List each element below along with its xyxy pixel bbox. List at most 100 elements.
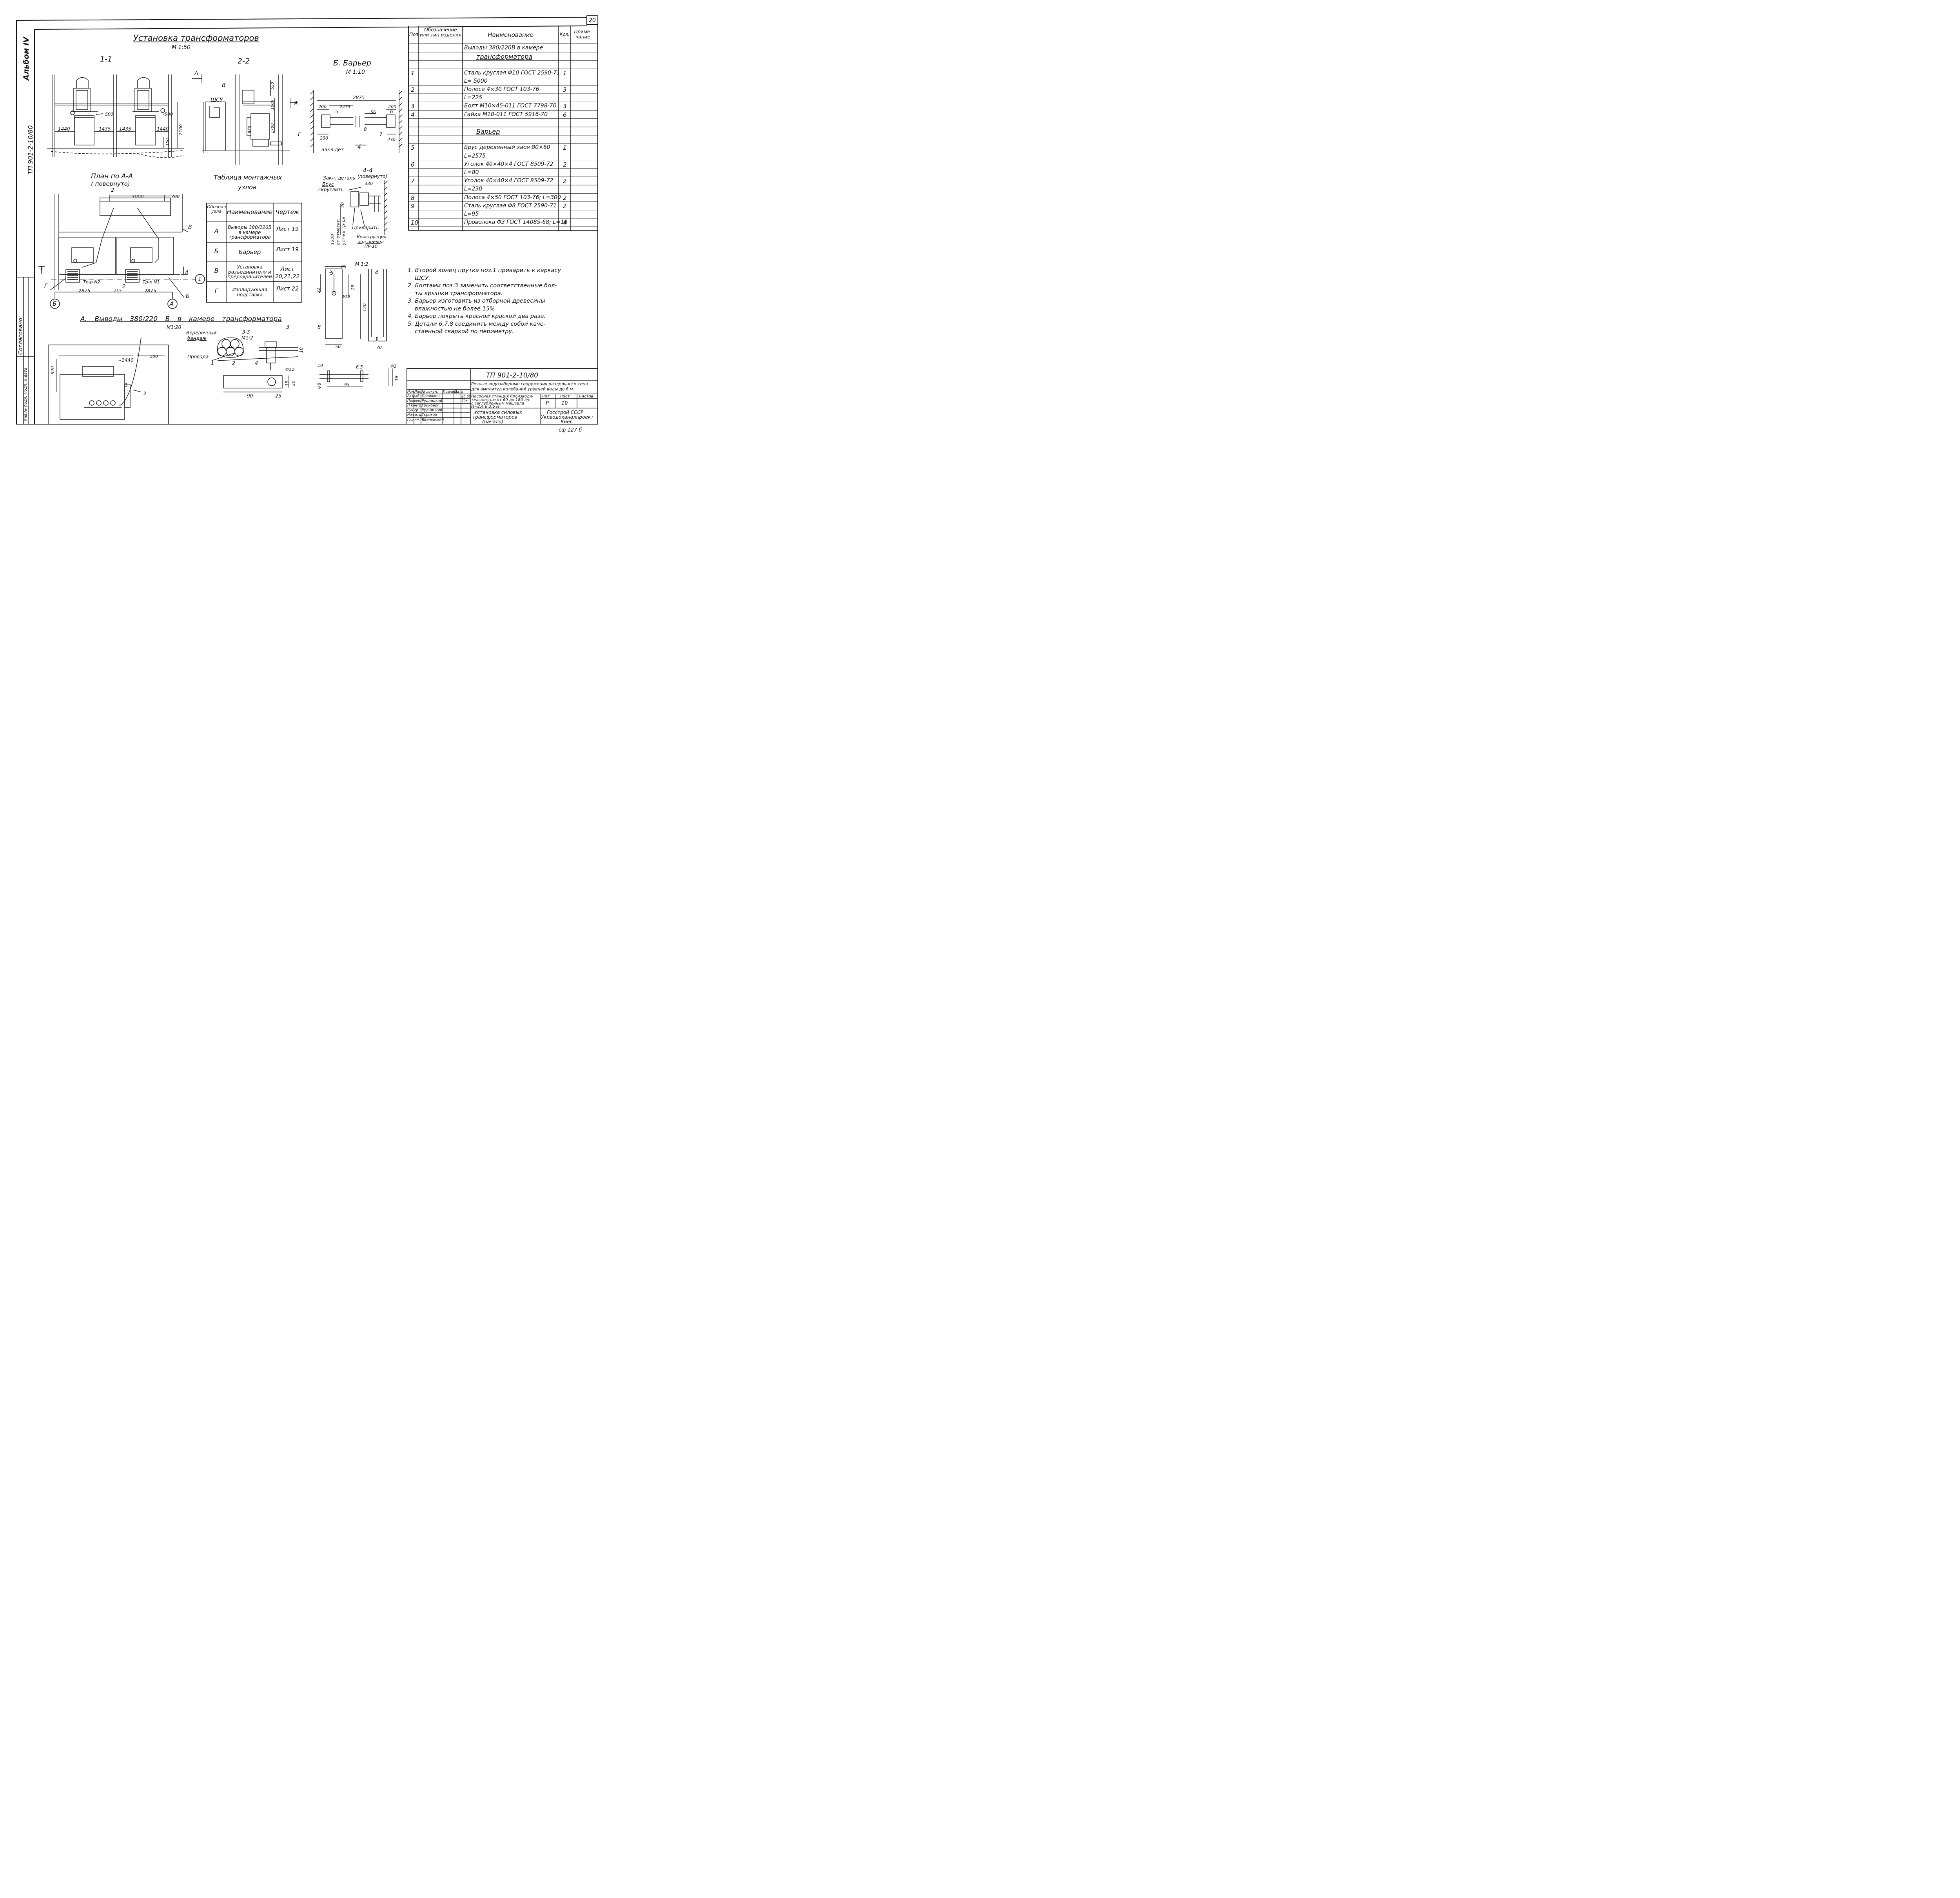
section-4-4-view — [340, 180, 388, 235]
spec-row-qty: 3 — [563, 86, 567, 93]
spec-table-grid — [408, 26, 598, 231]
label-4: 4 — [358, 144, 361, 150]
dim-95: 95 — [344, 382, 350, 387]
dim-85: 85 — [341, 264, 347, 269]
dim-1435-a: 1435 — [99, 126, 111, 132]
dim-2875-b: 2875 — [144, 288, 156, 294]
mount-row-code: Б — [214, 247, 219, 255]
stamp-stage-head: Лит — [542, 394, 550, 399]
section-2-2-title: 2-2 — [238, 57, 250, 65]
stamp-stage: Р — [546, 401, 549, 406]
dim-25: 25 — [350, 285, 356, 290]
dim-phi8: Φ8 — [317, 383, 322, 389]
spec-row-pos: 3 — [411, 103, 415, 110]
label-zakl-detal: Закл. деталь — [323, 175, 356, 181]
label-skruglit: скруглить — [318, 187, 344, 192]
label-brus: Брус — [322, 181, 334, 187]
detail-scale: М 1:2 — [355, 261, 368, 267]
dim-6-5: 6.5 — [356, 365, 363, 370]
dim-phi3: Φ3 — [390, 364, 397, 369]
label-3-outputs: 3 — [125, 383, 128, 388]
label-v-sec22: В — [222, 82, 226, 89]
note-line: влажностью не более 15% — [415, 305, 495, 312]
spec-row-qty: 1 — [563, 69, 567, 77]
album-label: Альбом IV — [22, 37, 31, 80]
approval-strip — [16, 277, 35, 425]
dim-18: 18 — [394, 376, 399, 381]
label-4-clamp: 4 — [255, 361, 258, 367]
dim-120: 120 — [362, 303, 367, 312]
barrier-scale: М 1:10 — [346, 69, 365, 75]
spec-row-pos: 6 — [411, 161, 415, 168]
label-otmetka-1: 1220 — [330, 234, 335, 245]
spec-row-name: L=95 — [464, 211, 479, 217]
spec-row-pos: 9 — [411, 202, 415, 210]
dim-2875-barrier: 2875 — [353, 95, 365, 100]
note-line: ты крышки трансформатора. — [415, 290, 503, 297]
dim-20: 20 — [340, 202, 345, 208]
label-3-clamp: 3 — [286, 325, 290, 330]
label-7-barrier: 7 — [379, 132, 383, 137]
spec-row-name: Проволока Φ3 ГОСТ 14085-68; L=18 — [464, 219, 568, 226]
spec-row-name: L=230 — [464, 186, 483, 192]
dim-2875-a: 2875 — [78, 288, 91, 294]
dim-1700: 1700 — [270, 123, 275, 133]
dim-250: 250 — [114, 289, 121, 293]
label-privarit: Приварить — [352, 225, 379, 230]
dim-200-a: 200 — [318, 104, 327, 109]
label-5-barrier: 5 — [335, 109, 338, 114]
spec-row-name: Сталь круглая Φ10 ГОСТ 2590-71 — [464, 69, 560, 76]
dim-3000: 3000 — [132, 194, 144, 200]
label-one-plan: 1 — [40, 265, 44, 272]
footer-mark: сф 127 б — [559, 427, 582, 433]
drawing-canvas — [16, 15, 598, 425]
mount-row-drawing: Лист 20,21,22 — [275, 266, 300, 280]
mount-row-code: В — [214, 267, 219, 274]
section-1-1-view — [47, 74, 185, 158]
spec-row-qty: 2 — [563, 178, 567, 185]
dim-550: 550 — [270, 82, 275, 89]
spec-head-designation: Обозначение или тип изделия — [419, 27, 462, 38]
dim-22: 22 — [316, 288, 321, 293]
stamp-station-3: с заглубленным машзала — [471, 401, 524, 406]
mount-row-name: Изолирующая подставка — [232, 287, 267, 298]
spec-row-qty: 2 — [563, 202, 567, 210]
spec-row-pos: 8 — [411, 194, 415, 201]
barrier-title: Б. Барьер — [333, 59, 371, 67]
label-g-sec22: Г — [298, 131, 301, 138]
outputs-view — [48, 337, 169, 424]
stamp-person-name: Рудницкий — [422, 399, 442, 403]
dim-230-a: 230 — [320, 136, 328, 141]
stamp-col-head: Изм — [407, 390, 414, 394]
label-v-plan: В — [188, 224, 192, 230]
stamp-sheets-head: Листов — [579, 394, 593, 399]
stamp-station-2: тельностью от 60 до 180 л/с — [471, 398, 530, 402]
dim-30: 30 — [291, 381, 296, 386]
stamp-col-head: № докум. — [422, 390, 438, 394]
spec-row-qty: 3 — [563, 103, 567, 110]
label-otmetka-2: от отметки — [336, 219, 341, 245]
dim-90: 90 — [247, 393, 253, 399]
spec-row-name: Гайка М10-011 ГОСТ 5916-70 — [464, 111, 548, 118]
label-wires: Провода — [187, 354, 209, 359]
note-line: ЩСУ. — [415, 275, 430, 281]
label-konstr-1: Конструкция — [357, 234, 387, 240]
section-1-1-title: 1-1 — [100, 55, 113, 64]
mount-row-name: Установка разъединителя и предохранителе… — [227, 264, 272, 280]
label-8-detail: 8 — [318, 325, 321, 330]
stamp-person-name: Павлович — [422, 394, 440, 398]
label-g-plan: Г — [44, 283, 47, 289]
dim-1440-a: 1440 — [58, 126, 70, 132]
mount-row-name: Выводы 380/220В в камере трансформатора — [228, 225, 272, 240]
dim-1440-b: 1440 — [157, 126, 169, 132]
dim-70: 70 — [376, 345, 382, 350]
label-scsu: ЩСУ — [211, 97, 223, 103]
label-a-arrow: А — [194, 71, 198, 77]
clamp-section-view — [211, 338, 298, 392]
stamp-person-name: Рудницкий — [422, 408, 442, 412]
stamp-org-3: Киев — [561, 419, 573, 425]
note-line: ственной сваркой по периметру. — [415, 328, 514, 335]
label-6-barrier: 6 — [390, 109, 393, 114]
approval-label: Согласовано: — [18, 316, 24, 355]
mount-table-grid — [206, 203, 302, 303]
